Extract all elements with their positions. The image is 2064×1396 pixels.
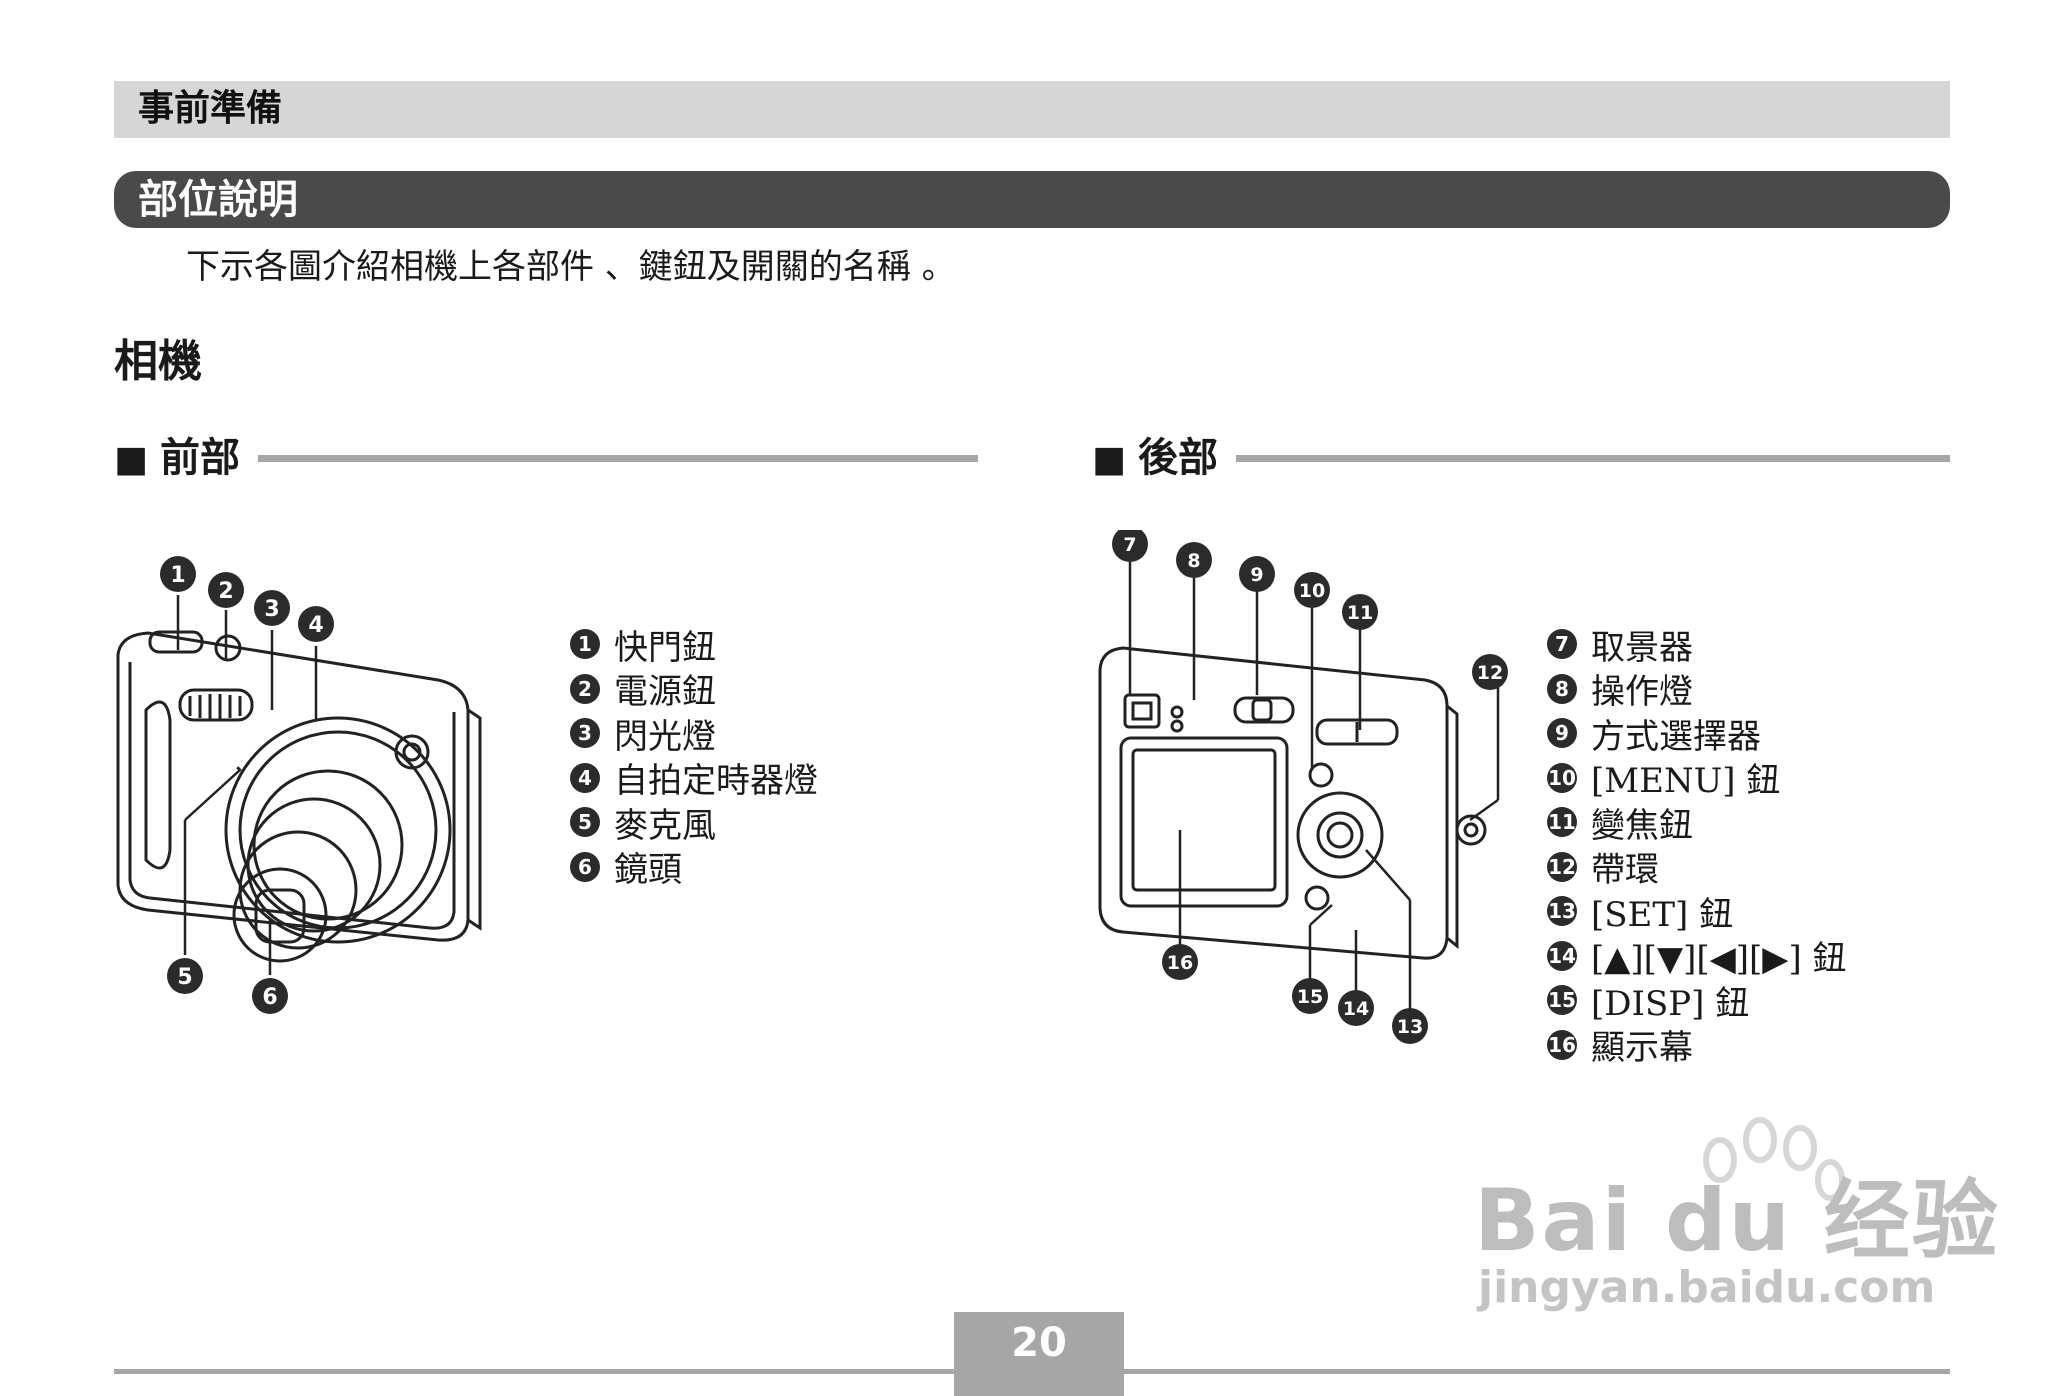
back-parts-list: 7 取景器 8 操作燈 9 方式選擇器 10 [MENU] 鈕 11 變焦鈕 12 帶環 1… xyxy=(1547,622,1847,1068)
part-number-badge: 11 xyxy=(1547,807,1577,838)
list-item: 10 [MENU] 鈕 xyxy=(1547,756,1847,801)
part-label: 快門鈕 xyxy=(614,627,716,668)
callout-4: 4 xyxy=(308,613,323,638)
part-number-badge: 7 xyxy=(1547,629,1577,660)
part-label: 電源鈕 xyxy=(614,672,716,713)
part-number-badge: 3 xyxy=(570,718,600,749)
part-number-badge: 9 xyxy=(1547,718,1577,749)
part-label: 閃光燈 xyxy=(614,716,716,757)
list-item: 16 顯示幕 xyxy=(1547,1023,1847,1068)
square-bullet-icon: ■ xyxy=(1092,439,1127,480)
callout-15: 15 xyxy=(1297,986,1323,1008)
part-number-badge: 1 xyxy=(570,629,600,660)
list-item: 11 變焦鈕 xyxy=(1547,800,1847,846)
callout-3: 3 xyxy=(264,597,279,622)
back-heading: ■ 後部 xyxy=(1092,432,1218,486)
part-label: 麥克風 xyxy=(614,805,716,846)
list-item: 4 自拍定時器燈 xyxy=(570,756,818,801)
page-number-box xyxy=(954,1312,1124,1396)
part-number-badge: 4 xyxy=(570,762,600,793)
callout-5: 5 xyxy=(177,965,192,990)
baidu-paw-watermark-icon xyxy=(1703,1117,1845,1201)
part-number-badge: 13 xyxy=(1547,896,1577,927)
part-label: 操作燈 xyxy=(1591,672,1693,713)
callout-6: 6 xyxy=(262,985,277,1010)
callout-10: 10 xyxy=(1299,580,1325,602)
front-camera-illustration xyxy=(116,630,482,963)
callout-7: 7 xyxy=(1123,534,1136,556)
part-label: 鏡頭 xyxy=(614,850,682,891)
list-item: 7 取景器 xyxy=(1547,622,1847,668)
callout-9: 9 xyxy=(1250,564,1263,586)
square-bullet-icon: ■ xyxy=(114,439,149,480)
part-number-badge: 12 xyxy=(1547,851,1577,882)
part-label: [▲][▼][◀][▶] 鈕 xyxy=(1591,939,1847,980)
front-heading-label: 前部 xyxy=(160,435,241,481)
front-heading: ■ 前部 xyxy=(114,432,240,486)
part-label: 方式選擇器 xyxy=(1591,716,1761,757)
front-parts-list: 1 快門鈕 2 電源鈕 3 閃光燈 4 自拍定時器燈 5 麥克風 6 鏡頭 xyxy=(570,622,818,890)
part-number-badge: 6 xyxy=(570,851,600,882)
chapter-band xyxy=(114,81,1950,138)
part-label: 自拍定時器燈 xyxy=(614,761,818,802)
part-number-badge: 8 xyxy=(1547,673,1577,704)
part-label: 取景器 xyxy=(1591,627,1693,668)
part-number-badge: 15 xyxy=(1547,985,1577,1016)
watermark-brand: Bai du 经验 xyxy=(1474,1171,2000,1271)
part-number-badge: 14 xyxy=(1547,940,1577,971)
back-callouts: 7 8 9 10 11 12 13 14 15 16 xyxy=(1112,530,1508,1044)
list-item: 6 鏡頭 xyxy=(570,845,818,890)
back-heading-label: 後部 xyxy=(1138,435,1219,481)
callout-11: 11 xyxy=(1347,602,1373,624)
list-item: 13 [SET] 鈕 xyxy=(1547,889,1847,935)
back-camera-illustration xyxy=(1098,646,1487,960)
list-item: 3 閃光燈 xyxy=(570,711,818,757)
callout-1: 1 xyxy=(170,563,185,588)
section-pill xyxy=(114,171,1950,228)
callout-13: 13 xyxy=(1397,1016,1423,1038)
list-item: 9 方式選擇器 xyxy=(1547,711,1847,757)
callout-2: 2 xyxy=(218,579,233,604)
front-heading-rule xyxy=(258,455,978,462)
part-label: [MENU] 鈕 xyxy=(1591,761,1781,802)
section-title: 部位說明 xyxy=(138,177,298,223)
list-item: 8 操作燈 xyxy=(1547,667,1847,712)
part-number-badge: 5 xyxy=(570,807,600,838)
part-label: [SET] 鈕 xyxy=(1591,894,1734,935)
chapter-title: 事前準備 xyxy=(138,88,283,129)
callout-8: 8 xyxy=(1187,550,1200,572)
list-item: 5 麥克風 xyxy=(570,800,818,846)
subsection-title: 相機 xyxy=(114,336,202,387)
callout-12: 12 xyxy=(1477,662,1503,684)
list-item: 15 [DISP] 鈕 xyxy=(1547,978,1847,1024)
callout-14: 14 xyxy=(1343,998,1369,1020)
list-item: 2 電源鈕 xyxy=(570,667,818,712)
list-item: 12 帶環 xyxy=(1547,845,1847,890)
part-label: 顯示幕 xyxy=(1591,1028,1693,1069)
part-label: 帶環 xyxy=(1591,850,1659,891)
part-number-badge: 16 xyxy=(1547,1029,1577,1060)
list-item: 14 [▲][▼][◀][▶] 鈕 xyxy=(1547,934,1847,979)
callout-16: 16 xyxy=(1167,952,1193,974)
list-item: 1 快門鈕 xyxy=(570,622,818,668)
intro-text: 下示各圖介紹相機上各部件 、鍵鈕及開關的名稱 。 xyxy=(186,247,956,287)
watermark-url: jingyan.baidu.com xyxy=(1478,1262,1936,1313)
front-callouts: 1 2 3 4 5 6 xyxy=(160,556,334,1014)
part-label: [DISP] 鈕 xyxy=(1591,983,1750,1024)
back-heading-rule xyxy=(1236,455,1950,462)
part-number-badge: 10 xyxy=(1547,762,1577,793)
page-number: 20 xyxy=(1011,1320,1067,1366)
part-number-badge: 2 xyxy=(570,673,600,704)
part-label: 變焦鈕 xyxy=(1591,805,1693,846)
